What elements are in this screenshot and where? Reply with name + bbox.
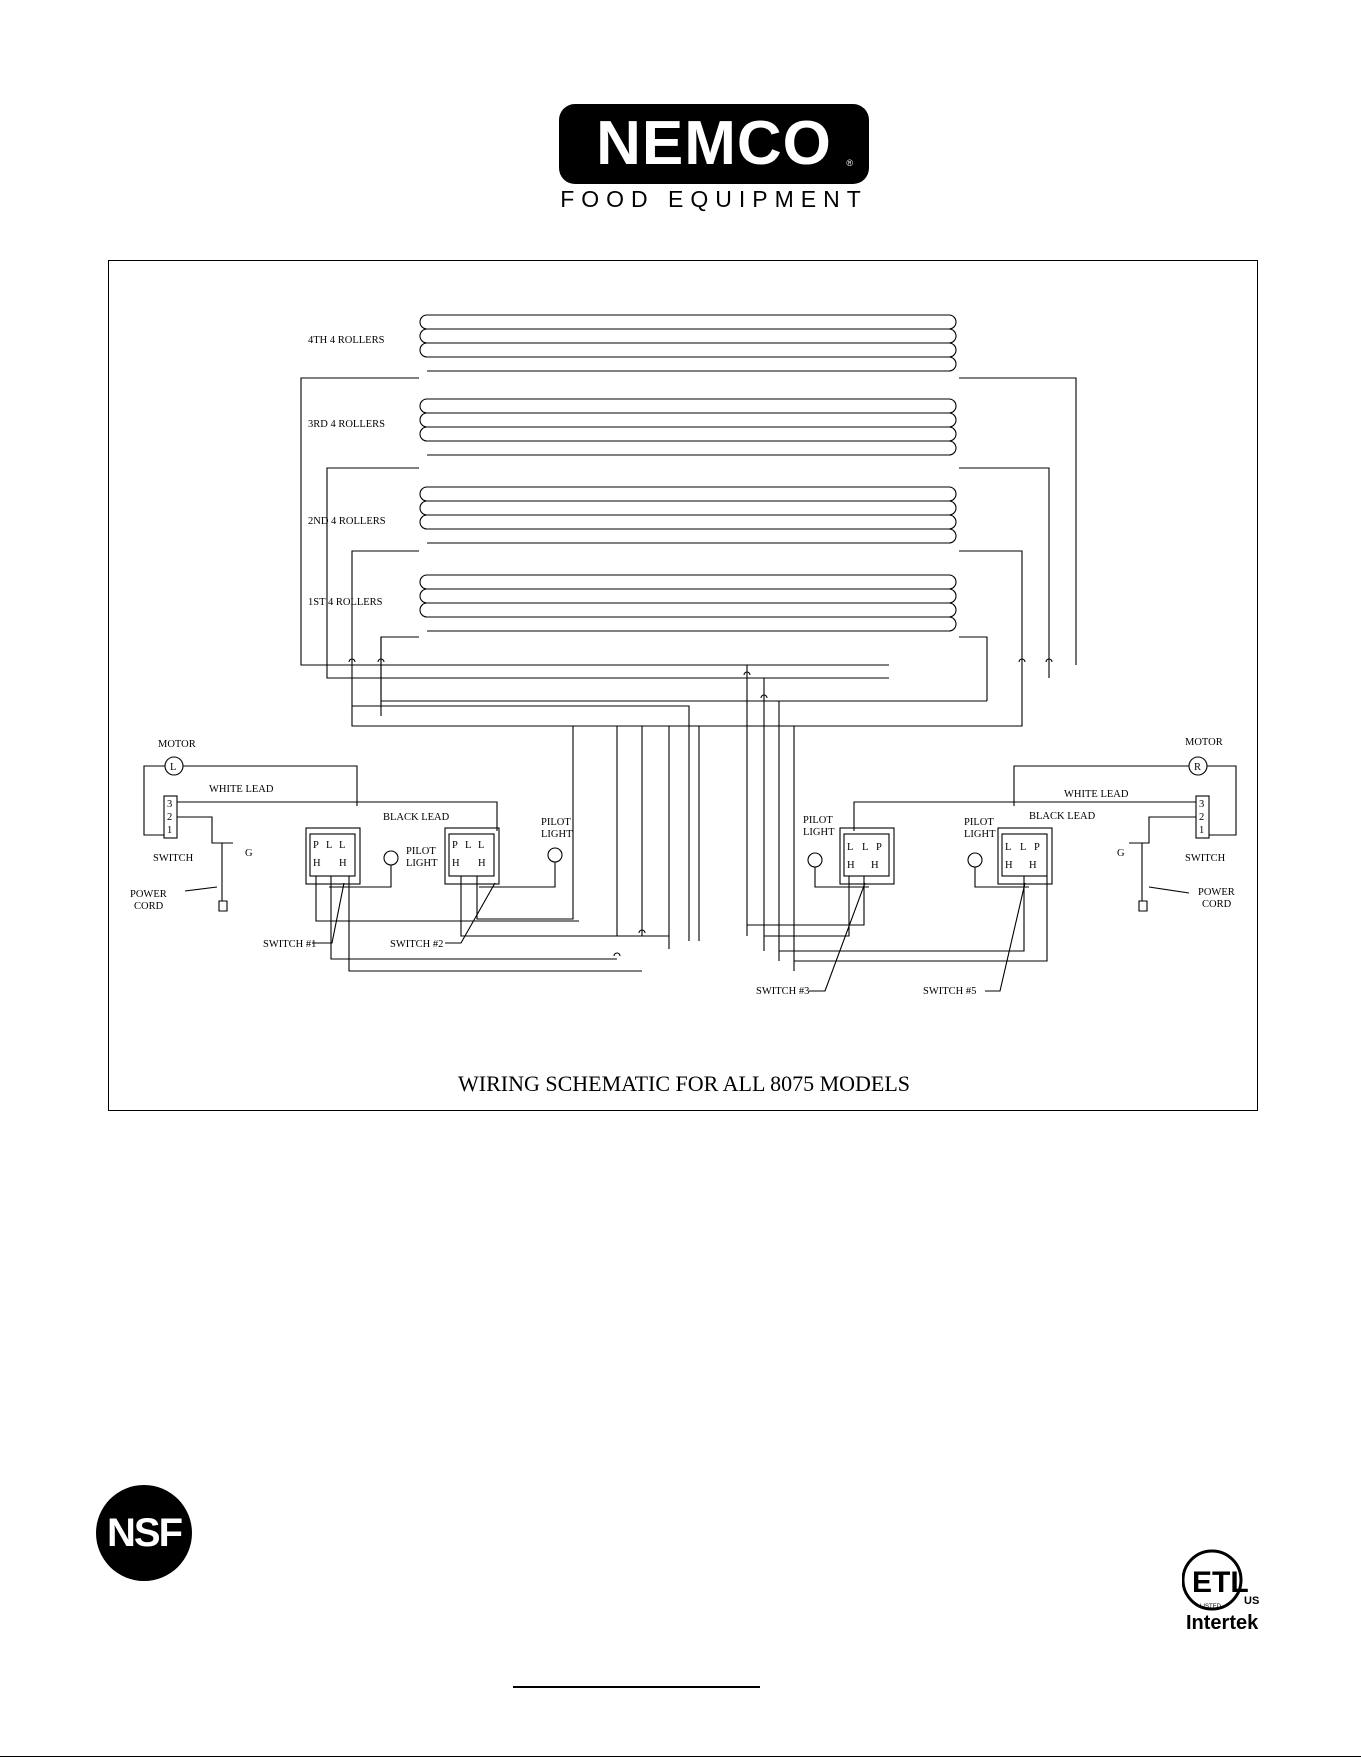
page-bottom-rule xyxy=(0,1756,1361,1757)
pilot-light-1-label-b: LIGHT xyxy=(406,858,438,869)
roller-group-3rd xyxy=(419,398,957,456)
wiring-schematic: 4TH 4 ROLLERS 3RD 4 ROLLERS 2ND 4 ROLLER… xyxy=(130,314,1237,1096)
switch-3-term-h2: H xyxy=(847,860,855,871)
switch-5-label: SWITCH #5 xyxy=(923,986,976,997)
logo-registered-mark: ® xyxy=(846,158,853,168)
intertek-logo-text: Intertek xyxy=(1186,1612,1259,1634)
pilot-light-1-icon xyxy=(383,850,399,866)
left-motor-label: MOTOR xyxy=(158,739,196,750)
switch-3-label: SWITCH #3 xyxy=(756,986,809,997)
switch-1-term-p: P xyxy=(313,840,319,851)
right-motor-letter: R xyxy=(1194,762,1201,773)
switch-5-term-l1: L xyxy=(1020,842,1026,853)
switch-5-term-h2: H xyxy=(1005,860,1013,871)
nsf-logo: NSF xyxy=(96,1485,192,1581)
roller-label-4th: 4TH 4 ROLLERS xyxy=(308,335,385,346)
left-switch-pos-3: 3 xyxy=(167,799,172,810)
switch-1-box xyxy=(309,833,356,877)
switch-3-term-p: P xyxy=(876,842,882,853)
switch-3-term-l1: L xyxy=(862,842,868,853)
pilot-light-2-icon xyxy=(547,847,563,863)
pilot-light-3-label-a: PILOT xyxy=(803,815,833,826)
left-power-cord-2: CORD xyxy=(134,901,164,912)
nsf-logo-text: NSF xyxy=(107,1511,183,1555)
diagram-title: WIRING SCHEMATIC FOR ALL 8075 MODELS xyxy=(458,1071,910,1096)
switch-5-term-p: P xyxy=(1034,842,1040,853)
etl-us: US xyxy=(1244,1595,1259,1607)
right-switch-pos-3: 3 xyxy=(1199,799,1204,810)
roller-label-1st: 1ST 4 ROLLERS xyxy=(308,597,383,608)
right-ground: G xyxy=(1117,848,1125,859)
right-black-lead: BLACK LEAD xyxy=(1029,811,1096,822)
pilot-light-5-icon xyxy=(967,852,983,868)
pilot-light-1-label-a: PILOT xyxy=(406,846,436,857)
logo-brand: NEMCO xyxy=(596,109,832,178)
pilot-light-5-label-b: LIGHT xyxy=(964,829,996,840)
left-white-lead: WHITE LEAD xyxy=(209,784,274,795)
logo-badge xyxy=(559,104,869,184)
left-motor-letter: L xyxy=(170,762,176,773)
pilot-light-3-label-b: LIGHT xyxy=(803,827,835,838)
wiring-schematic-frame: 4TH 4 ROLLERS 3RD 4 ROLLERS 2ND 4 ROLLER… xyxy=(108,260,1258,1111)
switch-2-term-h1: H xyxy=(452,858,460,869)
left-switch-label: SWITCH xyxy=(153,853,194,864)
switch-2-label: SWITCH #2 xyxy=(390,939,443,950)
right-power-cord-2: CORD xyxy=(1202,899,1232,910)
switch-2-box xyxy=(448,833,495,877)
roller-label-2nd: 2ND 4 ROLLERS xyxy=(308,516,386,527)
left-black-lead: BLACK LEAD xyxy=(383,812,450,823)
pilot-light-3-icon xyxy=(807,852,823,868)
right-motor-label: MOTOR xyxy=(1185,737,1223,748)
right-power-cord-1: POWER xyxy=(1198,887,1235,898)
roller-group-4th xyxy=(419,314,957,372)
roller-label-3rd: 3RD 4 ROLLERS xyxy=(308,419,385,430)
pilot-light-2-label-a: PILOT xyxy=(541,817,571,828)
switch-5-term-l2: L xyxy=(1005,842,1011,853)
switch-5-term-h1: H xyxy=(1029,860,1037,871)
switch-2-term-l1: L xyxy=(465,840,471,851)
pilot-light-5-label-a: PILOT xyxy=(964,817,994,828)
switch-3-term-l2: L xyxy=(847,842,853,853)
right-switch-pos-2: 2 xyxy=(1199,812,1204,823)
switch-2-term-l2: L xyxy=(478,840,484,851)
right-white-lead: WHITE LEAD xyxy=(1064,789,1129,800)
right-switch-pos-1: 1 xyxy=(1199,825,1204,836)
logo-subtitle: FOOD EQUIPMENT xyxy=(560,186,868,212)
etl-listed-logo: ETL LISTED US xyxy=(1182,1549,1259,1611)
switch-3-box xyxy=(843,833,890,877)
switch-1-term-h2: H xyxy=(339,858,347,869)
roller-group-2nd xyxy=(419,486,957,544)
etl-listed: LISTED xyxy=(1200,1604,1222,1610)
switch-1-term-l2: L xyxy=(339,840,345,851)
switch-2-term-p: P xyxy=(452,840,458,851)
roller-group-1st xyxy=(419,574,957,632)
etl-mark: ETL xyxy=(1192,1566,1249,1599)
switch-1-label: SWITCH #1 xyxy=(263,939,316,950)
left-ground: G xyxy=(245,848,253,859)
signature-line xyxy=(513,1686,760,1688)
nemco-logo: NEMCO ® FOOD EQUIPMENT xyxy=(559,104,869,284)
switch-2-term-h2: H xyxy=(478,858,486,869)
switch-1-term-h1: H xyxy=(313,858,321,869)
switch-1-term-l1: L xyxy=(326,840,332,851)
switch-3-term-h1: H xyxy=(871,860,879,871)
left-power-cord-1: POWER xyxy=(130,889,167,900)
right-switch-label: SWITCH xyxy=(1185,853,1226,864)
left-switch-pos-2: 2 xyxy=(167,812,172,823)
pilot-light-2-label-b: LIGHT xyxy=(541,829,573,840)
left-switch-pos-1: 1 xyxy=(167,825,172,836)
